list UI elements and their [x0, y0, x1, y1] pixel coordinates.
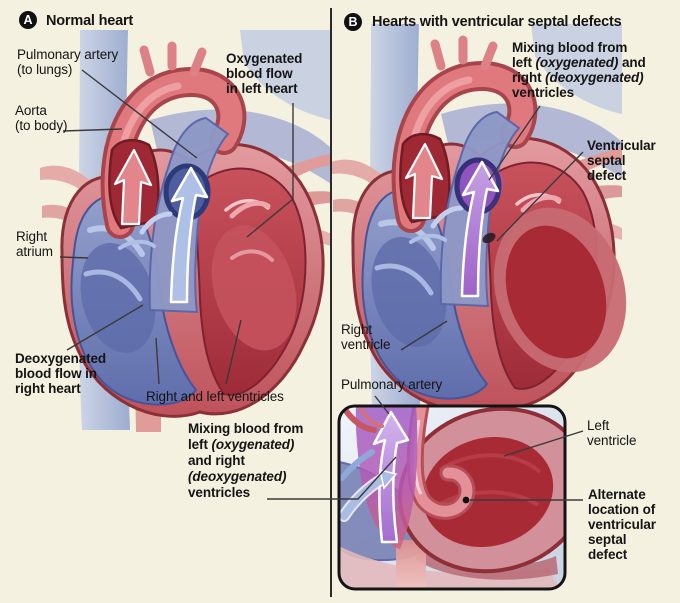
deoxygenated-flow-label: Deoxygenated blood flow in right heart	[15, 351, 106, 396]
leader-right-ventricle	[400, 320, 448, 351]
label-line: Right and left ventricles	[146, 389, 284, 404]
normal-heart-illustration	[40, 30, 331, 432]
pulmonary-artery-label-b: Pulmonary artery	[341, 377, 442, 392]
label-line: ventricle	[341, 337, 391, 352]
label-line: Pulmonary artery	[341, 377, 443, 392]
label-line: ventricles	[188, 485, 251, 500]
label-line: right	[512, 70, 546, 85]
leader-aorta	[62, 128, 123, 132]
pulmonary-artery-label-a: Pulmonary artery (to lungs)	[17, 47, 118, 77]
label-line: (to lungs)	[17, 62, 73, 77]
leader-vsd	[496, 151, 584, 242]
label-line: defect	[588, 547, 628, 562]
vsd-label: Ventricular septal defect	[587, 138, 656, 183]
label-line-italic: (deoxygenated)	[545, 70, 644, 85]
oxygenated-flow-arrow	[113, 148, 153, 226]
label-line: ventricle	[587, 433, 637, 448]
label-line: (to body)	[15, 118, 68, 133]
label-line: Right	[341, 322, 373, 337]
leader-oxygenated	[246, 103, 294, 238]
label-line: and right	[188, 453, 245, 468]
oxygenated-flow-label: Oxygenated blood flow in left heart	[226, 51, 302, 96]
panel-b-badge: B	[344, 13, 362, 31]
label-line: left	[512, 55, 536, 70]
mixing-top-label: Mixing blood from left (oxygenated) and …	[512, 40, 646, 100]
label-line-italic: (oxygenated)	[535, 55, 619, 70]
leader-mixing-left	[267, 456, 397, 500]
vsd-heart-illustration	[331, 24, 647, 426]
label-line: Ventricular	[587, 138, 656, 153]
alternate-defect-dot	[462, 496, 470, 504]
label-line: and	[618, 55, 646, 70]
leader-pulmonary-artery-a	[81, 69, 198, 159]
label-line: Deoxygenated	[15, 351, 107, 366]
label-line: atrium	[16, 244, 53, 259]
label-line: septal	[588, 532, 627, 547]
label-line: blood flow in	[15, 366, 97, 381]
label-line: Aorta	[15, 103, 47, 118]
leader-deoxygenated	[66, 304, 144, 351]
label-line: left	[188, 437, 212, 452]
left-ventricle-label: Left ventricle	[587, 418, 636, 448]
panel-a-badge: A	[19, 11, 37, 29]
label-line: ventricles	[512, 85, 575, 100]
alternate-vsd-inset	[337, 404, 567, 591]
deoxygenated-flow-arrow	[169, 166, 209, 304]
panel-b-title: Hearts with ventricular septal defects	[372, 14, 622, 30]
label-line: Right	[16, 229, 48, 244]
inset-border	[337, 404, 567, 591]
label-line-italic: (oxygenated)	[211, 437, 295, 452]
leader-lines	[59, 69, 584, 501]
leader-mixing-top	[488, 105, 541, 181]
right-atrium-label: Right atrium	[16, 229, 53, 259]
leader-right-atrium	[59, 256, 89, 259]
label-line: Mixing blood from	[188, 421, 304, 436]
label-line: defect	[587, 168, 627, 183]
label-line: Left	[587, 418, 610, 433]
label-line: in left heart	[226, 81, 298, 96]
label-line: right heart	[15, 381, 81, 396]
right-ventricle-label: Right ventricle	[341, 322, 390, 352]
label-line: location of	[588, 502, 656, 517]
aorta-label: Aorta (to body)	[15, 103, 67, 133]
panel-a-title: Normal heart	[46, 13, 134, 29]
alternate-vsd-label: Alternate location of ventricular septal…	[588, 487, 656, 562]
label-line: blood flow	[226, 66, 293, 81]
leader-ventricles-1	[155, 337, 160, 385]
mixing-note-left: Mixing blood from left (oxygenated) and …	[188, 421, 303, 501]
ventricular-septal-defect-spot	[482, 232, 496, 244]
label-line: Oxygenated	[226, 51, 303, 66]
leader-left-ventricle	[503, 430, 584, 457]
label-line-italic: (deoxygenated)	[188, 469, 287, 484]
mixing-flow-arrow	[460, 160, 500, 298]
leader-ventricles-2	[225, 319, 242, 385]
label-line: ventricular	[588, 517, 656, 532]
label-line: Alternate	[588, 487, 646, 502]
label-line: Pulmonary artery	[17, 47, 119, 62]
label-line: septal	[587, 153, 626, 168]
leader-pulmonary-artery-b	[374, 395, 390, 415]
ventricles-label: Right and left ventricles	[146, 389, 284, 404]
label-line: Mixing blood from	[512, 40, 628, 55]
